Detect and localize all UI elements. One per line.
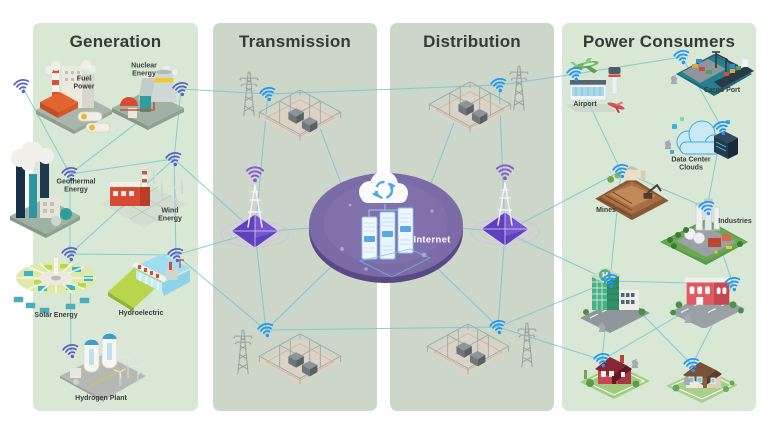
gray-statue-icon xyxy=(597,321,607,333)
distribution-tower-bottom-icon xyxy=(514,314,540,372)
hydrogen-plant-icon xyxy=(54,330,150,402)
fuel-power-label: Fuel Power xyxy=(73,75,95,91)
white-house-icon xyxy=(662,348,742,406)
mines-label: Mines xyxy=(596,206,616,214)
solar-energy-farm-icon xyxy=(10,250,104,316)
red-house-icon xyxy=(576,344,654,402)
internet-label: Internet xyxy=(413,234,451,246)
generation-title: Generation xyxy=(69,32,162,51)
transmission-communication-antenna-icon xyxy=(215,163,295,253)
internet-hub-illustration xyxy=(306,165,466,291)
geothermal-energy-label: Geothermal Energy xyxy=(56,178,96,194)
server-rack-icon xyxy=(361,207,414,260)
gray-statue-icon xyxy=(682,374,692,386)
gray-statue-icon xyxy=(669,73,679,85)
hydrogen-plant-label: Hydrogen Plant xyxy=(75,394,127,402)
distribution-communication-antenna-icon xyxy=(465,161,545,251)
gray-statue-icon xyxy=(683,312,693,324)
nuclear-energy-label: Nuclear Energy xyxy=(131,62,157,78)
wind-energy-label: Wind Energy xyxy=(158,207,182,223)
transmission-title: Transmission xyxy=(239,32,351,51)
industries-label: Industries xyxy=(718,217,752,225)
gray-statue-icon xyxy=(663,138,673,150)
hydroelectric-label: Hydroelectric xyxy=(118,309,164,317)
hydroelectric-dam-icon xyxy=(106,252,192,312)
cloud-sync-icon xyxy=(359,171,408,203)
distribution-title: Distribution xyxy=(423,32,521,51)
power-consumers-title: Power Consumers xyxy=(582,32,736,51)
solar-energy-label: Solar Energy xyxy=(34,311,78,319)
distribution-tower-top-icon xyxy=(506,58,532,114)
airport-label: Airport xyxy=(573,100,597,108)
cargo-port-label: Cargo Port xyxy=(703,86,741,94)
data-center-clouds-label: Data Center Clouds xyxy=(671,156,711,172)
gray-statue-icon xyxy=(630,357,640,369)
